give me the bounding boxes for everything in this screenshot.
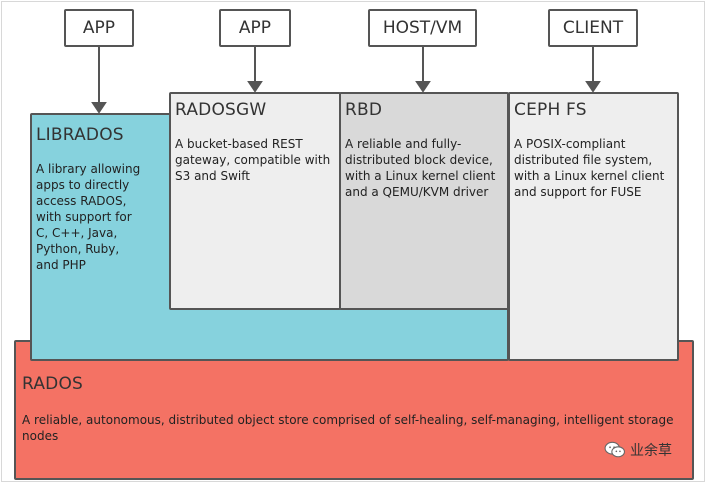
- cephfs-title: CEPH FS: [514, 100, 587, 120]
- librados-title: LIBRADOS: [36, 125, 124, 145]
- rbd-description: A reliable and fully- distributed block …: [345, 137, 496, 199]
- arrow-head-cephfs: [585, 81, 601, 93]
- client-box-client: CLIENT: [548, 9, 638, 47]
- rbd-box: RBD A reliable and fully- distributed bl…: [339, 92, 509, 310]
- wechat-icon: [604, 441, 625, 458]
- rados-layer: RADOS A reliable, autonomous, distribute…: [14, 340, 694, 480]
- client-box-app-1: APP: [64, 9, 134, 47]
- client-box-host-vm: HOST/VM: [368, 9, 477, 47]
- cephfs-description: A POSIX-compliant distributed file syste…: [514, 137, 665, 199]
- arrow-head-radosgw: [247, 81, 263, 93]
- watermark-text: 业余草: [630, 443, 672, 459]
- librados-description: A library allowing apps to directly acce…: [36, 162, 141, 272]
- rados-description: A reliable, autonomous, distributed obje…: [22, 413, 674, 443]
- client-label-app-2: APP: [238, 18, 272, 38]
- radosgw-title: RADOSGW: [175, 100, 267, 120]
- rbd-title: RBD: [345, 100, 383, 120]
- rados-title: RADOS: [22, 374, 84, 394]
- arrow-head-librados: [91, 102, 107, 114]
- client-box-app-2: APP: [219, 9, 291, 47]
- client-label-app-1: APP: [82, 18, 116, 38]
- arrow-head-rbd: [415, 81, 431, 93]
- watermark: 业余草: [604, 440, 672, 460]
- client-label-client: CLIENT: [562, 18, 624, 38]
- radosgw-description: A bucket-based REST gateway, compatible …: [175, 137, 331, 183]
- radosgw-box: RADOSGW A bucket-based REST gateway, com…: [169, 92, 341, 310]
- cephfs-box: CEPH FS A POSIX-compliant distributed fi…: [508, 92, 679, 361]
- client-label-host-vm: HOST/VM: [382, 18, 463, 38]
